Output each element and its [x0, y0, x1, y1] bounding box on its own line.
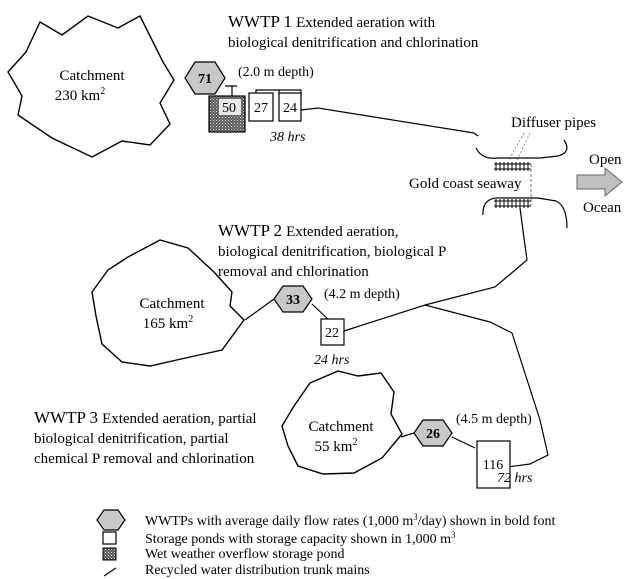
wwtp3-flow-value: 26 [426, 427, 440, 442]
legend-hexagon-icon [96, 509, 126, 531]
legend-storage-text: Storage ponds with storage capacity show… [145, 530, 456, 547]
legend: WWTPs with average daily flow rates (1,0… [96, 509, 556, 578]
wwtp1-storage-pond-b-capacity: 24 [283, 101, 297, 116]
legend-overflow-pond-icon [102, 547, 117, 561]
wwtp3-storage-pond [476, 440, 511, 489]
wwtp2-trunk-main [343, 304, 549, 469]
seaway-to-junction-main [424, 207, 528, 306]
legend-trunk-main-icon [103, 567, 117, 577]
wwtp2-description-line2: biological denitrification, biological P [218, 244, 446, 260]
catchment-3-label: Catchment [309, 419, 375, 435]
seaway-label: Gold coast seaway [409, 176, 522, 192]
catchment-1-shape [7, 15, 175, 158]
wwtp1-flow-value: 71 [198, 72, 212, 87]
wwtp3-storage-pond-capacity: 116 [483, 458, 503, 473]
wwtp1-storage-pond-b [278, 92, 302, 122]
wwtp3-pond-connector [451, 436, 476, 449]
open-label: Open [589, 152, 622, 168]
wwtp1-overflow-pond-label-bg [219, 99, 241, 115]
wwtp1-description: biological denitrification and chlorinat… [228, 35, 479, 51]
diffuser-array-south [494, 199, 531, 208]
legend-mains-text: Recycled water distribution trunk mains [145, 563, 370, 578]
wwtp2-flow-hexagon [273, 285, 313, 313]
diffuser-pointer-lines [508, 132, 531, 161]
catchment-3-area: 55 km2 [315, 437, 358, 455]
catchment-2-connector [244, 298, 275, 321]
wwtp1-depth: (2.0 m depth) [238, 65, 314, 80]
catchment-1-label: Catchment [60, 68, 126, 84]
seaway-south-bank [482, 197, 568, 229]
wwtp2-flow-value: 33 [286, 293, 300, 308]
wwtp2-description-line3: removal and chlorination [218, 264, 369, 280]
catchment-1-area: 230 km2 [55, 86, 105, 104]
wwtp1-storage-pond-a-capacity: 27 [254, 101, 268, 116]
seaway-north-bank [475, 139, 568, 159]
wwtp2-title: WWTP 2 Extended aeration, [218, 221, 399, 240]
diffuser-pipes-label: Diffuser pipes [511, 115, 596, 131]
legend-overflow-text: Wet weather overflow storage pond [145, 547, 344, 562]
legend-wwtp-text: WWTPs with average daily flow rates (1,0… [145, 512, 556, 529]
wwtp1-trunk-main [300, 107, 479, 137]
wwtp3-description-line3: chemical P removal and chlorination [34, 451, 255, 467]
ocean-arrow-icon [576, 166, 623, 198]
diffuser-array-north [494, 162, 531, 171]
wwtp2-storage-pond [320, 318, 345, 346]
wwtp3-description-line2: biological denitrification, partial [34, 431, 229, 447]
catchment-2-label: Catchment [140, 296, 206, 312]
wwtp3-flow-hexagon [413, 419, 453, 447]
wwtp2-storage-pond-capacity: 22 [325, 326, 339, 341]
wwtp1-storage-pond-a [248, 92, 274, 122]
wwtp1-retention-time: 38 hrs [269, 130, 306, 145]
catchment-2-area: 165 km2 [143, 314, 193, 332]
catchment-3-shape [281, 370, 403, 475]
wwtp2-depth: (4.2 m depth) [324, 287, 400, 302]
catchment-3-connector [400, 432, 415, 438]
wwtp2-retention-time: 24 hrs [314, 353, 350, 368]
wwtp1-flow-hexagon [184, 61, 226, 95]
legend-storage-pond-icon [102, 531, 117, 545]
wwtp3-retention-time: 72 hrs [497, 471, 533, 486]
wwtp1-title: WWTP 1 Extended aeration with [228, 12, 436, 31]
catchment-2-shape [91, 239, 245, 367]
wwtp3-title: WWTP 3 Extended aeration, partial [34, 408, 257, 427]
wwtp1-overflow-pond-capacity: 50 [222, 101, 236, 116]
wwtp3-depth: (4.5 m depth) [456, 412, 532, 427]
ocean-label: Ocean [583, 200, 622, 216]
wwtp1-pond-connector [225, 85, 302, 96]
